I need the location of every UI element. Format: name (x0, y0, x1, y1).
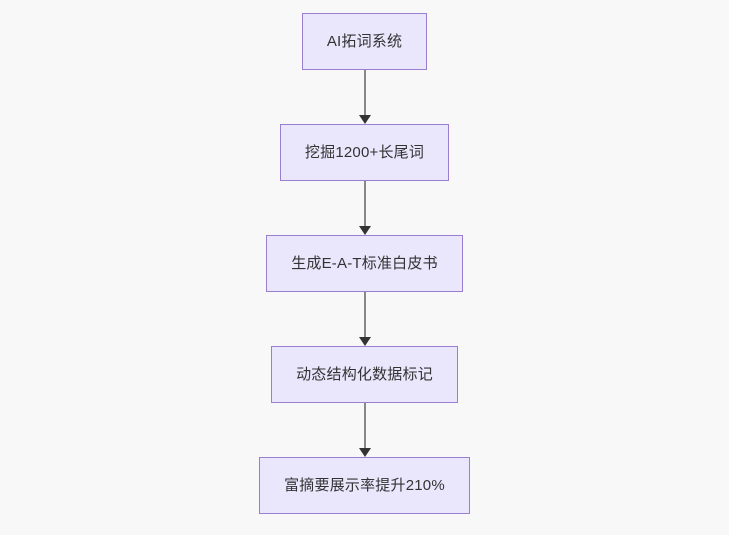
arrow-down-icon (358, 115, 371, 124)
flow-node-3[interactable]: 生成E-A-T标准白皮书 (266, 235, 463, 292)
flow-edge-1-to-2 (355, 70, 375, 124)
flow-node-2[interactable]: 挖掘1200+长尾词 (279, 124, 450, 181)
flow-edge-4-to-5 (355, 403, 375, 457)
edge-line (363, 403, 366, 449)
flow-node-5[interactable]: 富摘要展示率提升210% (259, 457, 470, 514)
flow-node-4[interactable]: 动态结构化数据标记 (271, 346, 458, 403)
arrow-down-icon (358, 448, 371, 457)
flow-node-1-label: AI拓词系统 (326, 33, 403, 50)
flow-node-3-label: 生成E-A-T标准白皮书 (291, 255, 438, 272)
flow-edge-2-to-3 (355, 181, 375, 235)
flow-node-2-label: 挖掘1200+长尾词 (304, 144, 425, 161)
flow-node-5-label: 富摘要展示率提升210% (284, 477, 445, 494)
edge-line (363, 292, 366, 338)
edge-line (363, 70, 366, 116)
flow-node-1[interactable]: AI拓词系统 (301, 13, 428, 70)
edge-line (363, 181, 366, 227)
arrow-down-icon (358, 337, 371, 346)
arrow-down-icon (358, 226, 371, 235)
flow-node-4-label: 动态结构化数据标记 (296, 366, 433, 383)
flow-edge-3-to-4 (355, 292, 375, 346)
